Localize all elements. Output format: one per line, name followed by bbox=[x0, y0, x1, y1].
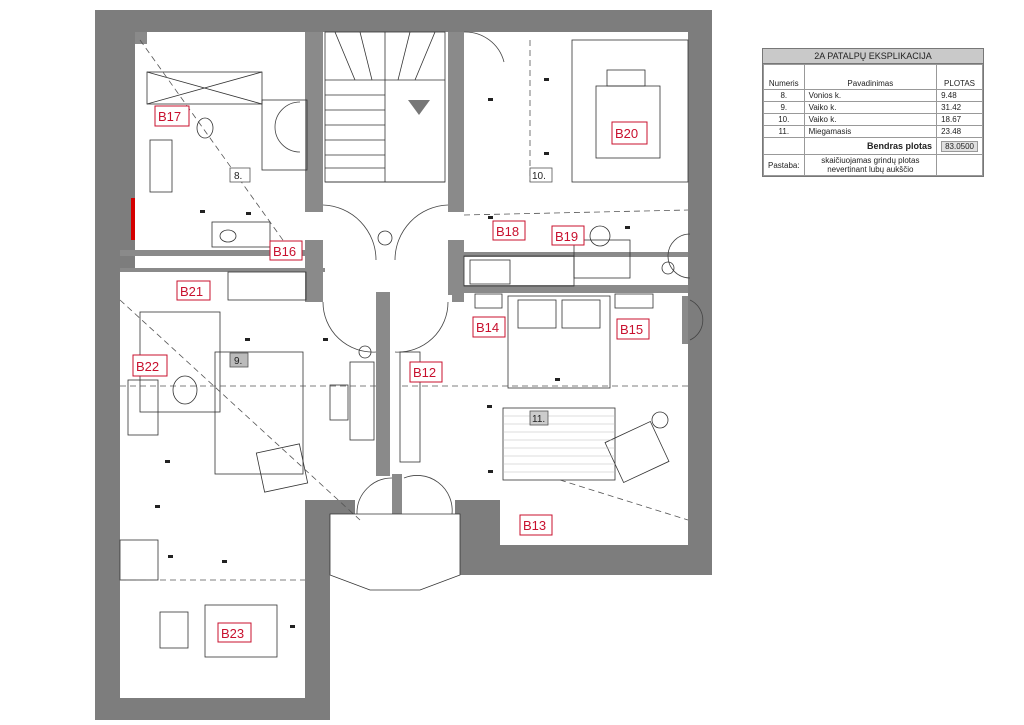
svg-text:B23: B23 bbox=[221, 626, 244, 641]
legend-cell-name: Vaiko k. bbox=[803, 113, 938, 126]
svg-text:B16: B16 bbox=[273, 244, 296, 259]
legend-note-text: skaičiuojamas grindų plotas nevertinant … bbox=[803, 154, 938, 176]
legend-row: 10. Vaiko k. 18.67 bbox=[763, 113, 983, 126]
sockets bbox=[155, 78, 630, 628]
svg-text:B18: B18 bbox=[496, 224, 519, 239]
svg-text:B19: B19 bbox=[555, 229, 578, 244]
legend-cell-number: 8. bbox=[763, 89, 805, 102]
outer-walls bbox=[95, 10, 712, 720]
legend-header-name: Pavadinimas bbox=[803, 64, 938, 90]
legend-cell-area: 18.67 bbox=[936, 113, 983, 126]
room-tag-b14: B14 bbox=[472, 316, 506, 338]
legend-cell-name: Vaiko k. bbox=[803, 101, 938, 114]
room-tag-b15: B15 bbox=[616, 318, 650, 340]
legend-total-row: Bendras plotas 83.0500 bbox=[763, 137, 983, 155]
room-tag-b23: B23 bbox=[217, 622, 252, 643]
carpet-hatch bbox=[503, 415, 615, 473]
svg-text:B14: B14 bbox=[476, 320, 499, 335]
svg-text:B15: B15 bbox=[620, 322, 643, 337]
svg-text:B22: B22 bbox=[136, 359, 159, 374]
light-fixtures bbox=[358, 230, 675, 359]
svg-text:9.: 9. bbox=[234, 356, 242, 367]
legend-total-value: 83.0500 bbox=[941, 140, 978, 152]
red-marker bbox=[131, 198, 135, 240]
furniture bbox=[119, 39, 689, 658]
legend-row: 11. Miegamasis 23.48 bbox=[763, 125, 983, 138]
legend-cell-area: 31.42 bbox=[936, 101, 983, 114]
legend-note-row: Pastaba: skaičiuojamas grindų plotas nev… bbox=[763, 154, 983, 176]
room-tag-b16: B16 bbox=[269, 240, 303, 261]
interior-walls bbox=[120, 32, 688, 514]
svg-text:B20: B20 bbox=[615, 126, 638, 141]
svg-text:B21: B21 bbox=[180, 284, 203, 299]
legend-cell-area: 23.48 bbox=[936, 125, 983, 138]
svg-text:8.: 8. bbox=[234, 171, 242, 182]
room-tag-b12: B12 bbox=[409, 361, 443, 383]
legend-cell-name: Vonios k. bbox=[803, 89, 938, 102]
svg-text:B17: B17 bbox=[158, 109, 181, 124]
room-tag-b19: B19 bbox=[551, 225, 585, 246]
staircase bbox=[324, 31, 446, 183]
room-tag-b13: B13 bbox=[519, 514, 553, 536]
room-number-8: 8. bbox=[229, 167, 251, 183]
bay-window bbox=[329, 513, 461, 591]
room-tag-b22: B22 bbox=[132, 354, 168, 377]
legend-note-label: Pastaba: bbox=[763, 154, 805, 176]
room-tag-b21: B21 bbox=[176, 280, 211, 301]
legend-cell-number: 11. bbox=[763, 125, 805, 138]
legend-total-label: Bendras plotas bbox=[803, 137, 938, 155]
svg-text:10.: 10. bbox=[532, 171, 546, 182]
legend-cell-number: 9. bbox=[763, 101, 805, 114]
svg-text:B13: B13 bbox=[523, 518, 546, 533]
room-tag-b18: B18 bbox=[492, 220, 526, 241]
room-number-9: 9. bbox=[229, 352, 249, 368]
legend-row: 9. Vaiko k. 31.42 bbox=[763, 101, 983, 114]
legend-header-number: Numeris bbox=[763, 64, 805, 90]
legend-header-row: Numeris Pavadinimas PLOTAS bbox=[763, 64, 983, 90]
room-tag-b17: B17 bbox=[154, 105, 190, 127]
legend-title: 2A PATALPŲ EKSPLIKACIJA bbox=[763, 49, 983, 64]
legend-cell-area: 9.48 bbox=[936, 89, 983, 102]
svg-text:11.: 11. bbox=[532, 414, 545, 425]
room-number-10: 10. bbox=[529, 167, 553, 183]
door-swings bbox=[274, 31, 704, 515]
room-number-11: 11. bbox=[529, 410, 549, 426]
svg-text:B12: B12 bbox=[413, 365, 436, 380]
stair-arrow bbox=[408, 100, 430, 115]
legend-table: Numeris Pavadinimas PLOTAS 8. Vonios k. … bbox=[763, 64, 983, 176]
room-schedule-legend: 2A PATALPŲ EKSPLIKACIJA Numeris Pavadini… bbox=[762, 48, 984, 177]
legend-cell-name: Miegamasis bbox=[803, 125, 938, 138]
room-tag-b20: B20 bbox=[611, 121, 648, 145]
dashed-guides bbox=[119, 39, 689, 581]
legend-row: 8. Vonios k. 9.48 bbox=[763, 89, 983, 102]
legend-cell-number: 10. bbox=[763, 113, 805, 126]
legend-header-area: PLOTAS bbox=[936, 64, 983, 90]
